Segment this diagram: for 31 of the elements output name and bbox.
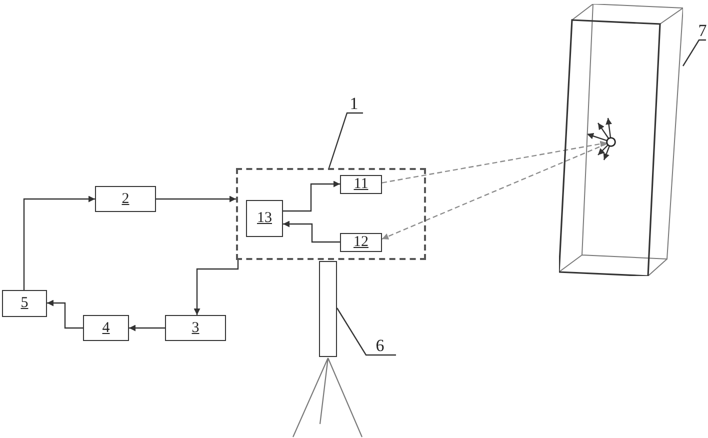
arrow xyxy=(598,122,609,139)
component-box: 2 xyxy=(95,186,156,212)
component-box: 3 xyxy=(165,315,226,341)
arrow xyxy=(47,300,83,329)
arrow xyxy=(129,324,165,332)
component-box: 5 xyxy=(2,290,47,317)
cuboid xyxy=(559,4,683,276)
arrow xyxy=(586,132,607,142)
component-box: 12 xyxy=(340,233,382,252)
arrow xyxy=(283,220,340,243)
circle-marker xyxy=(606,137,616,147)
callout-number: 6 xyxy=(364,336,396,355)
leader-line xyxy=(682,39,706,66)
arrow xyxy=(194,260,239,315)
arrow xyxy=(283,180,340,212)
rod xyxy=(319,261,337,357)
component-box: 11 xyxy=(340,175,382,194)
dashed-arrow xyxy=(382,143,608,240)
callout-number: 1 xyxy=(344,94,364,113)
leader-line xyxy=(328,112,363,168)
arrow xyxy=(23,196,95,290)
component-box: 4 xyxy=(83,315,129,341)
arrow xyxy=(603,146,610,160)
dashed-arrow xyxy=(382,140,607,184)
arrow xyxy=(606,118,612,138)
component-box: 13 xyxy=(246,200,283,237)
arrow xyxy=(156,196,236,202)
leader-line xyxy=(336,308,396,356)
dashed-frame xyxy=(236,168,426,260)
callout-number: 7 xyxy=(697,21,708,40)
arrow xyxy=(598,144,608,156)
